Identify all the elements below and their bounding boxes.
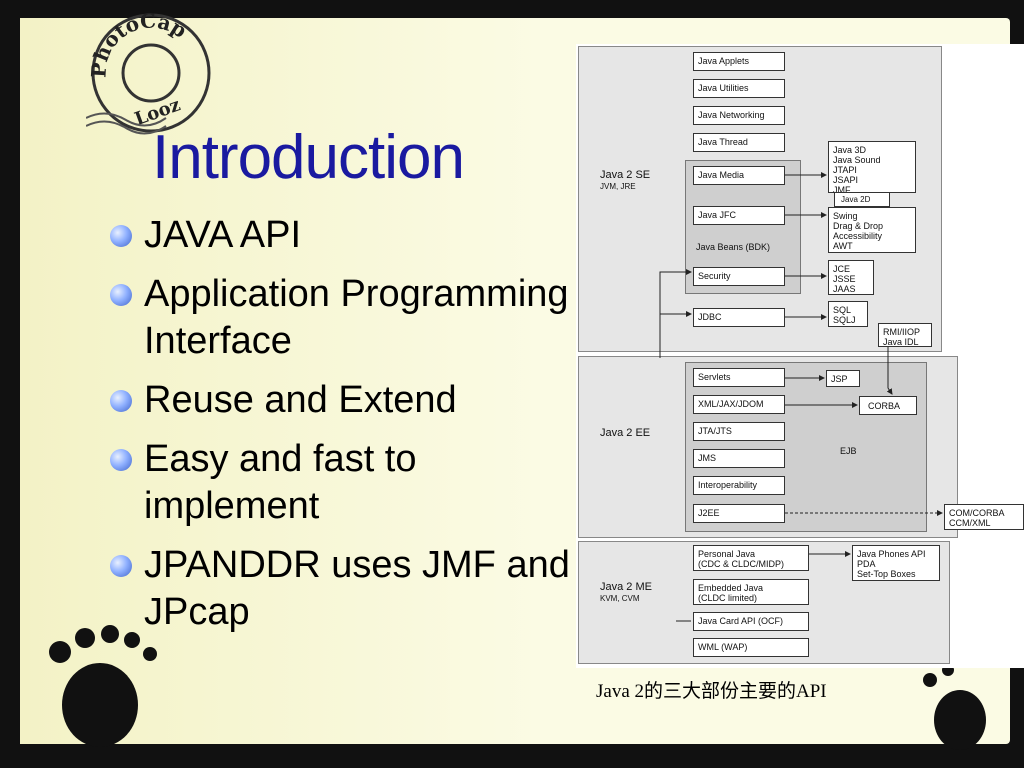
bullet-icon [110,284,132,306]
footprint-icon [49,625,157,747]
com-box: COM/CORBA CCM/XML [944,504,1024,530]
diagram-caption: Java 2的三大部份主要的API [596,681,827,702]
jdbc-targets: SQL SQLJ [828,301,868,327]
diagram-connectors [659,172,943,622]
bullet-icon [110,449,132,471]
bullet-text: Application Programming Interface [144,273,569,362]
ee-item: JMS [693,449,785,468]
top-border [0,0,1024,18]
bullet-text: Easy and fast to implement [144,438,417,527]
bullet-text: Reuse and Extend [144,379,457,421]
java-beans-label: Java Beans (BDK) [696,242,771,252]
photocap-stamp-logo: PhotoCap Looz [86,8,211,135]
se-item: JDBC [693,308,785,327]
me-item: Java Card API (OCF) [693,612,809,631]
java2-api-diagram: Java 2 SE JVM, JRE Java Applets Java Uti… [576,44,1024,668]
bullet-item: Application Programming Interface [108,271,578,365]
me-targets: Java Phones API PDA Set-Top Boxes [852,545,940,581]
me-item: Personal Java (CDC & CLDC/MIDP) [693,545,809,571]
ee-item: JTA/JTS [693,422,785,441]
java2d-box: Java 2D [834,192,890,207]
ejb-label: EJB [840,446,857,456]
bullet-item: JAVA API [108,212,578,259]
jsp-box: JSP [826,370,860,387]
bullet-text: JAVA API [144,214,302,256]
security-targets: JCE JSSE JAAS [828,260,874,295]
ee-label: Java 2 EE [600,427,651,439]
bottom-border [0,744,1024,768]
se-item: Java JFC [693,206,785,225]
me-item: Embedded Java (CLDC limited) [693,579,809,605]
bullet-item: Easy and fast to implement [108,436,578,530]
bullet-item: JPANDDR uses JMF and JPcap [108,542,578,636]
me-sublabel: KVM, CVM [600,594,640,603]
footprint-icon [923,664,986,750]
se-item: Security [693,267,785,286]
ee-item: J2EE [693,504,785,523]
bullet-item: Reuse and Extend [108,377,578,424]
me-label: Java 2 ME [600,581,652,593]
corba-box: CORBA [859,396,917,415]
rmi-box: RMI/IIOP Java IDL [878,323,932,347]
bullet-icon [110,225,132,247]
slide-gradient [20,18,540,744]
bullet-icon [110,555,132,577]
se-item: Java Utilities [693,79,785,98]
se-label: Java 2 SE [600,169,651,181]
se-item: Java Applets [693,52,785,71]
ee-item: Interoperability [693,476,785,495]
left-border [0,0,20,768]
ee-item: Servlets [693,368,785,387]
bullet-list: JAVA API Application Programming Interfa… [108,212,578,648]
se-item: Java Thread [693,133,785,152]
se-item: Java Networking [693,106,785,125]
ee-group [685,362,927,532]
bullet-icon [110,390,132,412]
slide-title: Introduction [152,123,465,192]
bullet-text: JPANDDR uses JMF and JPcap [144,544,570,633]
me-item: WML (WAP) [693,638,809,657]
ee-item: XML/JAX/JDOM [693,395,785,414]
se-item: Java Media [693,166,785,185]
jfc-targets: Swing Drag & Drop Accessibility AWT [828,207,916,253]
se-sublabel: JVM, JRE [600,182,636,191]
